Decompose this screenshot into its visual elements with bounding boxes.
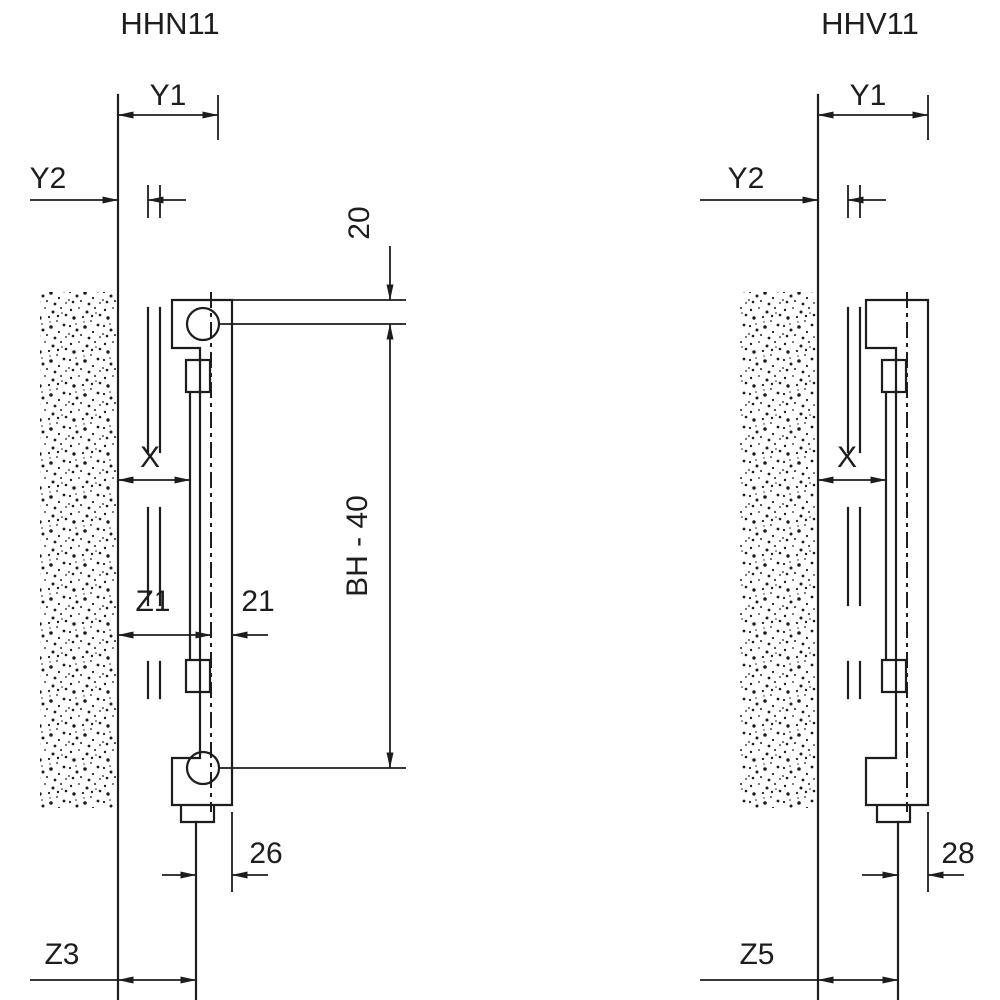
- dim-label-z3: Z3: [44, 938, 79, 971]
- dim-26: 26: [162, 812, 283, 892]
- diagram-title: HHV11: [821, 6, 919, 41]
- extension-line: [147, 185, 161, 218]
- leader-lines: [220, 299, 406, 769]
- dim-label-y1: Y1: [150, 79, 187, 112]
- dim-bh40: BH - 40: [341, 323, 394, 769]
- diagram-title: HHN11: [120, 6, 219, 41]
- dim-label-20: 20: [343, 206, 376, 239]
- radiator-side-view: [846, 292, 930, 1000]
- dim-y1: Y1: [117, 79, 219, 140]
- radiator-side-view: [146, 292, 406, 1000]
- dim-label-z1: Z1: [135, 585, 170, 618]
- dim-label-y1: Y1: [850, 79, 887, 112]
- dim-label-x: X: [837, 441, 857, 474]
- dim-y1: Y1: [817, 79, 929, 140]
- dim-28: 28: [862, 812, 975, 892]
- dim-y2: Y2: [700, 162, 886, 218]
- extension-line: [847, 185, 861, 218]
- dim-label-y2: Y2: [728, 162, 765, 195]
- dim-label-bh40: BH - 40: [341, 495, 374, 597]
- dim-20: 20: [343, 206, 394, 301]
- dim-label-26: 26: [249, 837, 282, 870]
- mounting-bracket: [846, 306, 908, 700]
- dim-z5: Z5: [700, 938, 899, 984]
- wall-hatch: [740, 292, 816, 808]
- pipe-connection-bottom: [185, 750, 221, 786]
- dim-21: 21: [231, 585, 275, 639]
- dim-label-21: 21: [241, 585, 274, 618]
- radiator-outline: [170, 298, 234, 824]
- dim-label-z5: Z5: [739, 938, 774, 971]
- diagram-hhn11: HHN11 Y1 Y2 20 BH: [30, 6, 406, 1000]
- dim-label-y2: Y2: [30, 162, 67, 195]
- diagram-hhv11: HHV11 Y1 Y2 X 28: [700, 6, 975, 1000]
- dim-label-28: 28: [941, 837, 974, 870]
- dim-z3: Z3: [30, 938, 197, 984]
- pipe-connection-top: [185, 306, 221, 342]
- dim-y2: Y2: [30, 162, 186, 218]
- dim-x: X: [817, 441, 887, 484]
- wall-hatch: [40, 292, 116, 808]
- radiator-outline: [864, 298, 930, 824]
- dim-z1: Z1: [117, 585, 212, 639]
- dim-label-x: X: [140, 441, 160, 474]
- dim-x: X: [117, 441, 191, 484]
